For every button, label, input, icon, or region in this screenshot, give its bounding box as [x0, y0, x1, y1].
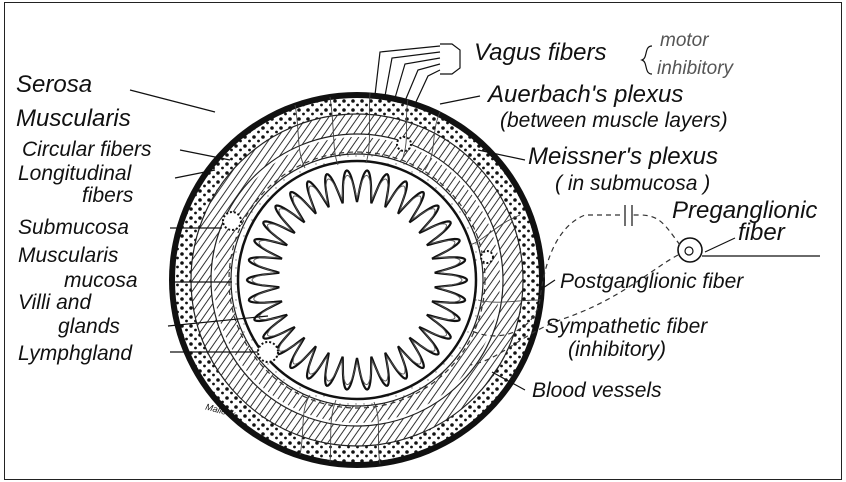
serosa-label: Serosa [16, 71, 92, 98]
longitudinal-label: Longitudinal [18, 162, 133, 185]
longitudinal-fibers-label: fibers [82, 184, 134, 207]
villi-label-line1: Villi and [18, 291, 92, 314]
auerbach-plexus-label: Auerbach's plexus [486, 81, 683, 108]
muscularis-label: Muscularis [16, 105, 131, 132]
vagus-bracket [440, 44, 460, 74]
preganglionic-label-line2: fiber [738, 219, 786, 246]
blood-vessels-label: Blood vessels [532, 379, 662, 402]
muscularis-mucosa-label-line1: Muscularis [18, 244, 119, 267]
leader-preganglionic [705, 238, 735, 252]
inhibitory-top-label: inhibitory [657, 58, 735, 79]
auerbach-note-label: (between muscle layers) [500, 109, 728, 132]
meissner-plexus-label: Meissner's plexus [528, 143, 718, 170]
postganglionic-label: Postganglionic fiber [560, 270, 744, 293]
leader-auerbach [440, 96, 480, 104]
lymph-nodule [223, 212, 241, 230]
sympathetic-fiber-label: Sympathetic fiber [545, 315, 708, 338]
circular-fibers-label: Circular fibers [22, 138, 152, 161]
sympathetic-note-label: (inhibitory) [568, 338, 666, 361]
villi-label-line2: glands [58, 315, 120, 338]
lymph-nodule [481, 251, 493, 263]
submucosa-label: Submucosa [18, 216, 129, 239]
meissner-note-label: ( in submucosa ) [555, 172, 710, 195]
vagus-fibers-label: Vagus fibers [474, 39, 607, 66]
motor-inhibitory-brace [642, 46, 652, 74]
sympathetic-ganglion [678, 238, 702, 262]
lymph-nodule [258, 342, 278, 362]
lymph-nodule [397, 137, 411, 151]
muscularis-mucosa-label-line2: mucosa [64, 269, 138, 292]
leader-serosa [130, 90, 215, 112]
motor-label: motor [660, 30, 709, 51]
lymphgland-label: Lymphgland [18, 342, 133, 365]
